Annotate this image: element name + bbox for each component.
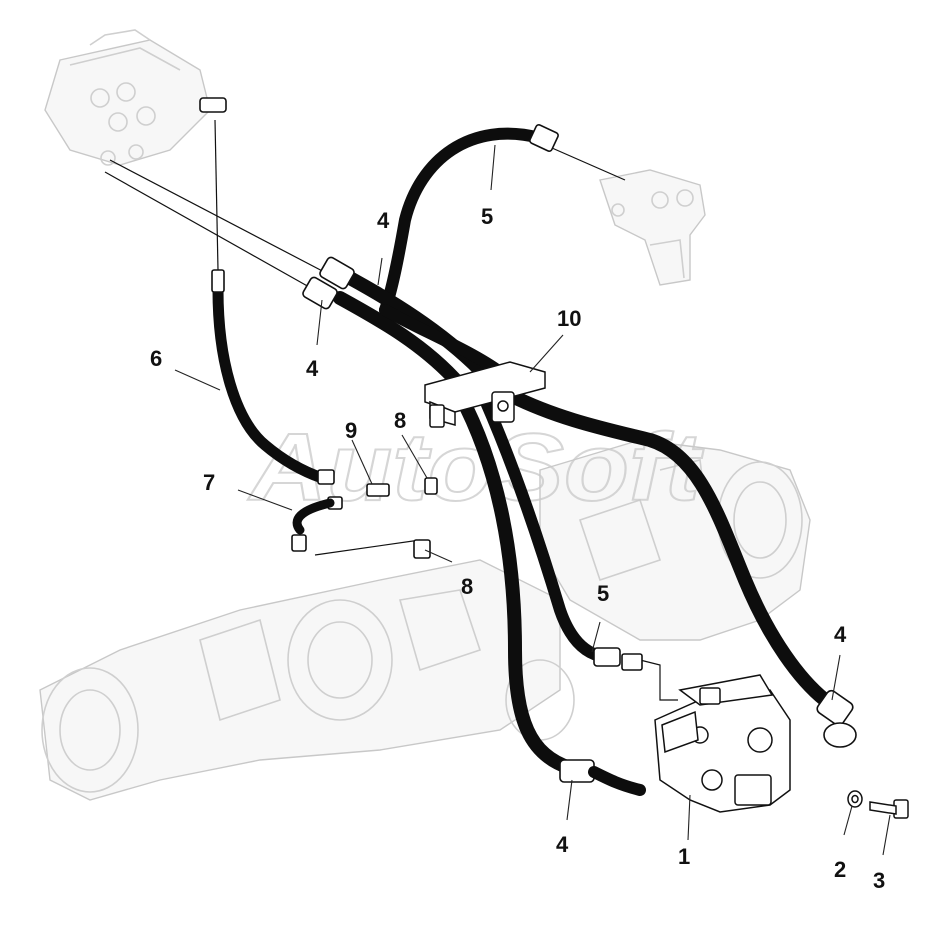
callout-9: 9 (345, 418, 357, 443)
bolt (869, 799, 909, 819)
hose-clamp (424, 361, 546, 428)
hose-4-lower (453, 388, 577, 775)
callout-1: 1 (678, 844, 690, 869)
callout-8-bottom: 8 (461, 574, 473, 599)
hose-5-lower (479, 394, 611, 663)
callout-6: 6 (150, 346, 162, 371)
callout-5-mid: 5 (597, 581, 609, 606)
hose-4-upper-b (333, 291, 467, 392)
hose-4-right (503, 388, 832, 707)
callout-4-bottom: 4 (556, 832, 569, 857)
hose-5-upper (379, 127, 546, 316)
callout-2: 2 (834, 857, 846, 882)
washer (847, 790, 863, 808)
callout-4-top: 4 (377, 208, 390, 233)
fittings (199, 97, 857, 796)
hose-5-mid (379, 304, 506, 378)
callout-4-right: 4 (834, 622, 847, 647)
callout-8-top: 8 (394, 408, 406, 433)
hydraulic-pump (654, 674, 791, 813)
control-valve-block (44, 29, 211, 166)
callout-10: 10 (557, 306, 581, 331)
metal-tubes (104, 119, 678, 701)
callout-3: 3 (873, 868, 885, 893)
callout-4-left: 4 (306, 356, 319, 381)
callout-7: 7 (203, 470, 215, 495)
hose-6 (212, 284, 328, 484)
steering-bracket (599, 169, 706, 286)
hoses (212, 127, 832, 775)
leader-lines (174, 144, 891, 856)
callout-labels: 1 2 3 4 4 4 4 5 5 6 7 8 8 9 10 (150, 204, 885, 893)
callout-5-top: 5 (481, 204, 493, 229)
drive-axle (39, 559, 575, 801)
